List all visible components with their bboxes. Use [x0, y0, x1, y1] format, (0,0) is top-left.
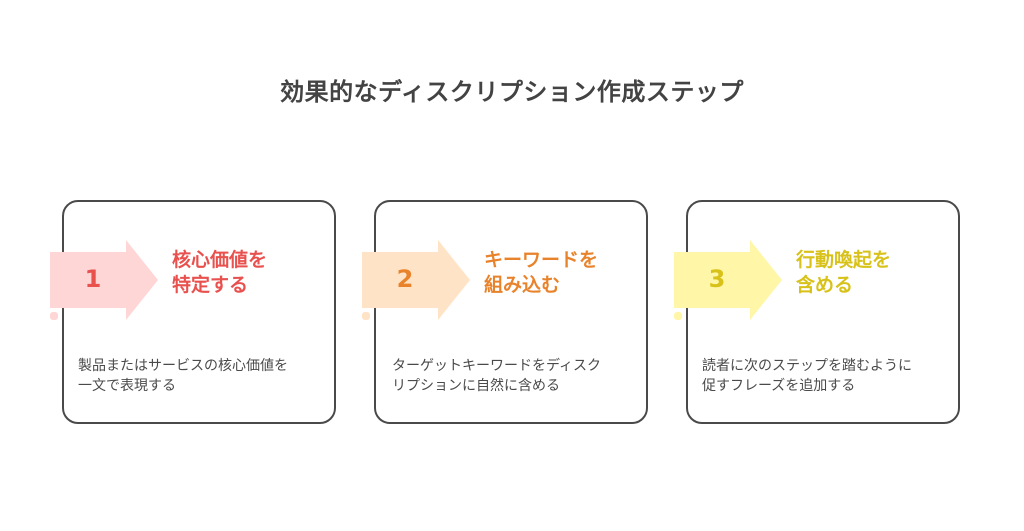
step-description-1-line1: 製品またはサービスの核心価値を — [78, 358, 288, 374]
step-number-3: 3 — [708, 265, 726, 293]
step-description-1: 製品またはサービスの核心価値を 一文で表現する — [78, 356, 328, 396]
step-description-3-line1: 読者に次のステップを踏むように — [702, 358, 912, 374]
step-description-2-line1: ターゲットキーワードをディスク — [392, 358, 602, 374]
step-card-3 — [686, 200, 960, 424]
step-description-2-line2: リプションに自然に含める — [392, 378, 560, 394]
step-title-1-line2: 特定する — [172, 274, 249, 296]
step-description-2: ターゲットキーワードをディスク リプションに自然に含める — [392, 356, 642, 396]
arrow-shape-1 — [50, 240, 158, 320]
diagram-title: 効果的なディスクリプション作成ステップ — [280, 78, 744, 106]
step-title-1-line1: 核心価値を — [172, 249, 268, 271]
step-number-2: 2 — [396, 265, 414, 293]
step-title-2-line1: キーワードを — [484, 249, 599, 271]
step-card-1 — [62, 200, 336, 424]
step-title-1: 核心価値を 特定する — [172, 248, 332, 298]
step-title-3-line1: 行動喚起を — [796, 249, 892, 271]
step-title-3: 行動喚起を 含める — [796, 248, 956, 298]
arrow-tab-3 — [674, 312, 682, 320]
step-title-2-line2: 組み込む — [484, 274, 561, 296]
step-title-2: キーワードを 組み込む — [484, 248, 644, 298]
step-description-1-line2: 一文で表現する — [78, 378, 176, 394]
step-arrow-2 — [362, 240, 470, 320]
step-description-3: 読者に次のステップを踏むように 促すフレーズを追加する — [702, 356, 952, 396]
step-arrow-3 — [674, 240, 782, 320]
arrow-tab-2 — [362, 312, 370, 320]
step-arrow-1 — [50, 240, 158, 320]
step-description-3-line2: 促すフレーズを追加する — [702, 378, 856, 394]
arrow-shape-3 — [674, 240, 782, 320]
step-number-1: 1 — [84, 265, 102, 293]
arrow-tab-1 — [50, 312, 58, 320]
arrow-shape-2 — [362, 240, 470, 320]
step-title-3-line2: 含める — [796, 274, 854, 296]
step-card-2 — [374, 200, 648, 424]
